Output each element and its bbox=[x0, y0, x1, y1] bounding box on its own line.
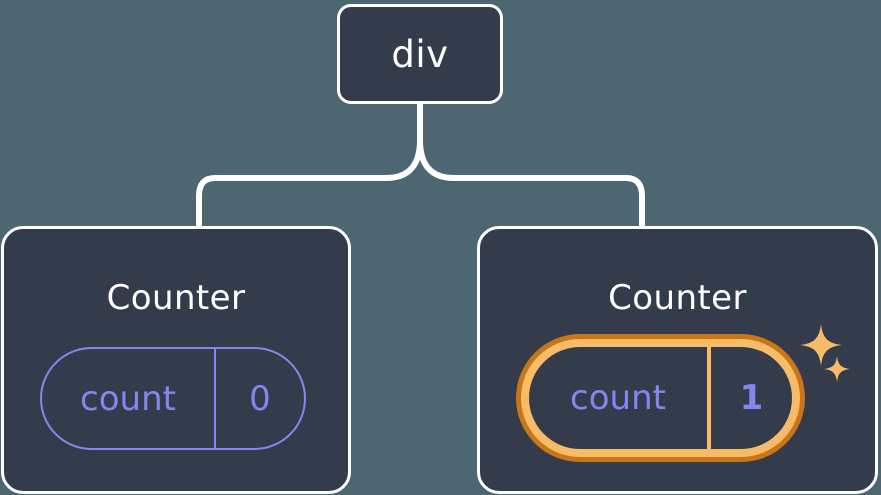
state-pill-right-wrapper: count 1 bbox=[516, 334, 805, 462]
node-div-label: div bbox=[391, 32, 449, 76]
state-pill-right-key: count bbox=[570, 378, 666, 418]
state-pill-right[interactable]: count 1 bbox=[516, 334, 805, 462]
sparkle-large-icon bbox=[800, 324, 842, 366]
state-pill-left[interactable]: count 0 bbox=[40, 347, 306, 450]
state-pill-left-wrapper: count 0 bbox=[40, 347, 306, 450]
connector-to-left-child bbox=[196, 101, 423, 229]
node-div[interactable]: div bbox=[337, 4, 503, 104]
node-counter-left-title: Counter bbox=[106, 278, 246, 318]
connector-to-right-child bbox=[417, 101, 645, 229]
state-pill-left-value: 0 bbox=[214, 349, 304, 448]
state-pill-left-key: count bbox=[80, 378, 176, 419]
state-pill-right-core: count 1 bbox=[529, 347, 792, 449]
sparkle-small-icon bbox=[824, 356, 850, 382]
state-pill-right-inner-ring: count 1 bbox=[521, 339, 800, 457]
state-pill-right-value: 1 bbox=[707, 347, 792, 449]
node-counter-right-title: Counter bbox=[608, 278, 747, 318]
